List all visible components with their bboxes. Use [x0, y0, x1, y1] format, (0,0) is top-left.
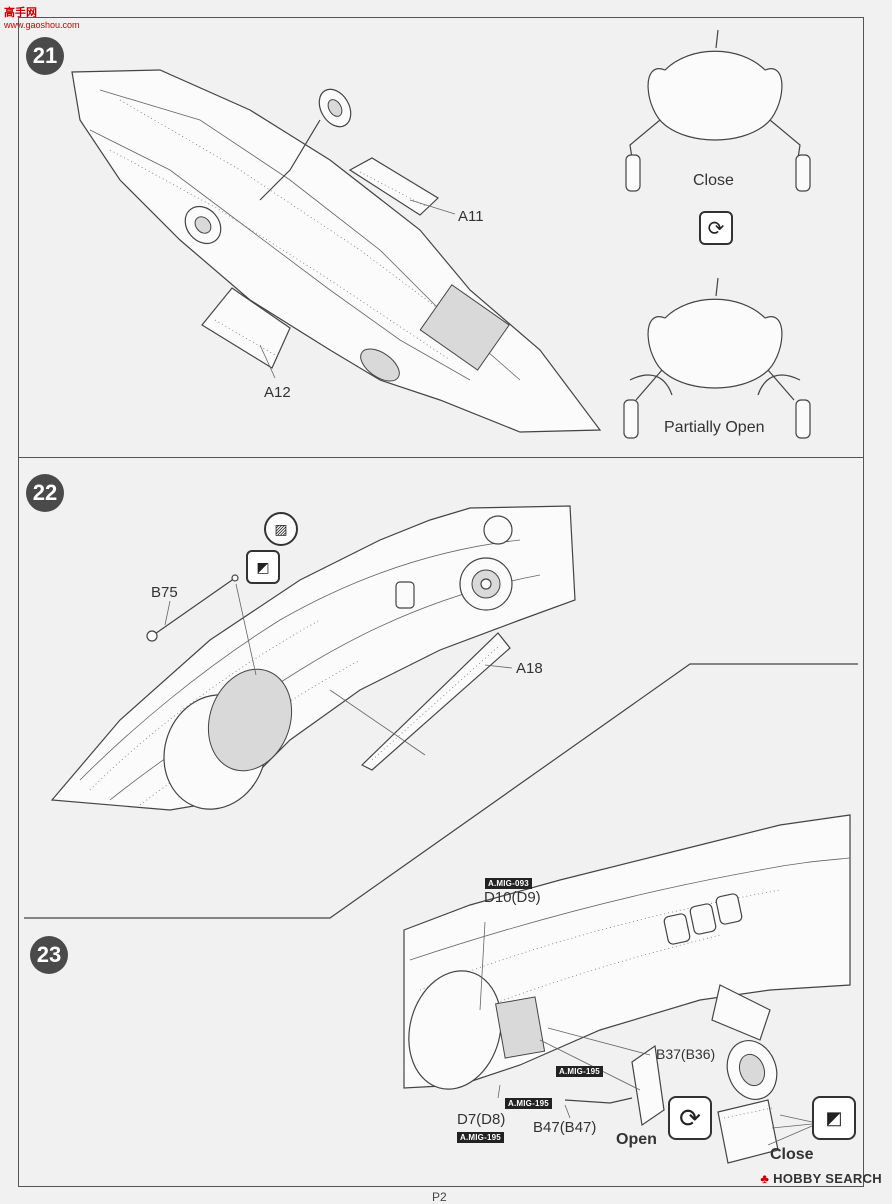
- paint-code-mig093: A.MIG-093: [485, 878, 532, 889]
- paint-code-mig195-c: A.MIG-195: [457, 1132, 504, 1143]
- part-label-b47: B47(B47): [533, 1119, 597, 1136]
- view-label-close: Close: [693, 172, 734, 189]
- part-label-b75: B75: [151, 584, 178, 601]
- gear-close-view: [625, 29, 811, 192]
- cement-icon: ◩: [246, 550, 280, 584]
- step21-aircraft-drawing: [71, 69, 602, 433]
- rotate-icon: ⟳: [699, 211, 733, 245]
- step-22-number: 22: [32, 480, 58, 505]
- part-label-b37: B37(B36): [656, 1046, 716, 1062]
- watermark-site: www.gaoshou.com: [4, 20, 80, 30]
- page-frame: [18, 17, 864, 1187]
- step-divider-21-22: [18, 457, 864, 458]
- part-label-a11: A11: [458, 208, 484, 225]
- step-21-badge: 21: [26, 37, 64, 75]
- brand-name: HOBBY SEARCH: [773, 1171, 882, 1186]
- part-label-d7: D7(D8): [457, 1111, 506, 1128]
- brand-mark-icon: ♣: [760, 1171, 770, 1186]
- cement-icon: ◩: [812, 1096, 856, 1140]
- paint-code-mig195-b: A.MIG-195: [505, 1098, 552, 1109]
- rotate-icon: ⟳: [668, 1096, 712, 1140]
- gear-partial-view: [623, 277, 811, 439]
- paint-code-mig195-a: A.MIG-195: [556, 1066, 603, 1077]
- watermark-brand: ♣ HOBBY SEARCH: [760, 1171, 882, 1186]
- watermark-logo-text: 高手网: [4, 7, 37, 19]
- view-label-open: Open: [616, 1131, 657, 1148]
- glue-icon: ▨: [264, 512, 298, 546]
- step-divider-22-23: [24, 663, 858, 919]
- step-23-number: 23: [36, 942, 62, 967]
- page-number: P2: [432, 1190, 447, 1204]
- step-22-badge: 22: [26, 474, 64, 512]
- step-21-number: 21: [32, 43, 58, 68]
- step22-aircraft-drawing: [50, 505, 576, 811]
- step23-aircraft-drawing: [403, 814, 851, 1164]
- view-label-close-step23: Close: [770, 1146, 814, 1163]
- part-label-a12: A12: [264, 384, 291, 401]
- part-label-a18: A18: [516, 660, 543, 677]
- watermark-logo: 高手网 www.gaoshou.com: [4, 4, 80, 30]
- view-label-partially-open: Partially Open: [664, 419, 765, 436]
- step-23-badge: 23: [30, 936, 68, 974]
- part-label-d10: D10(D9): [484, 889, 541, 906]
